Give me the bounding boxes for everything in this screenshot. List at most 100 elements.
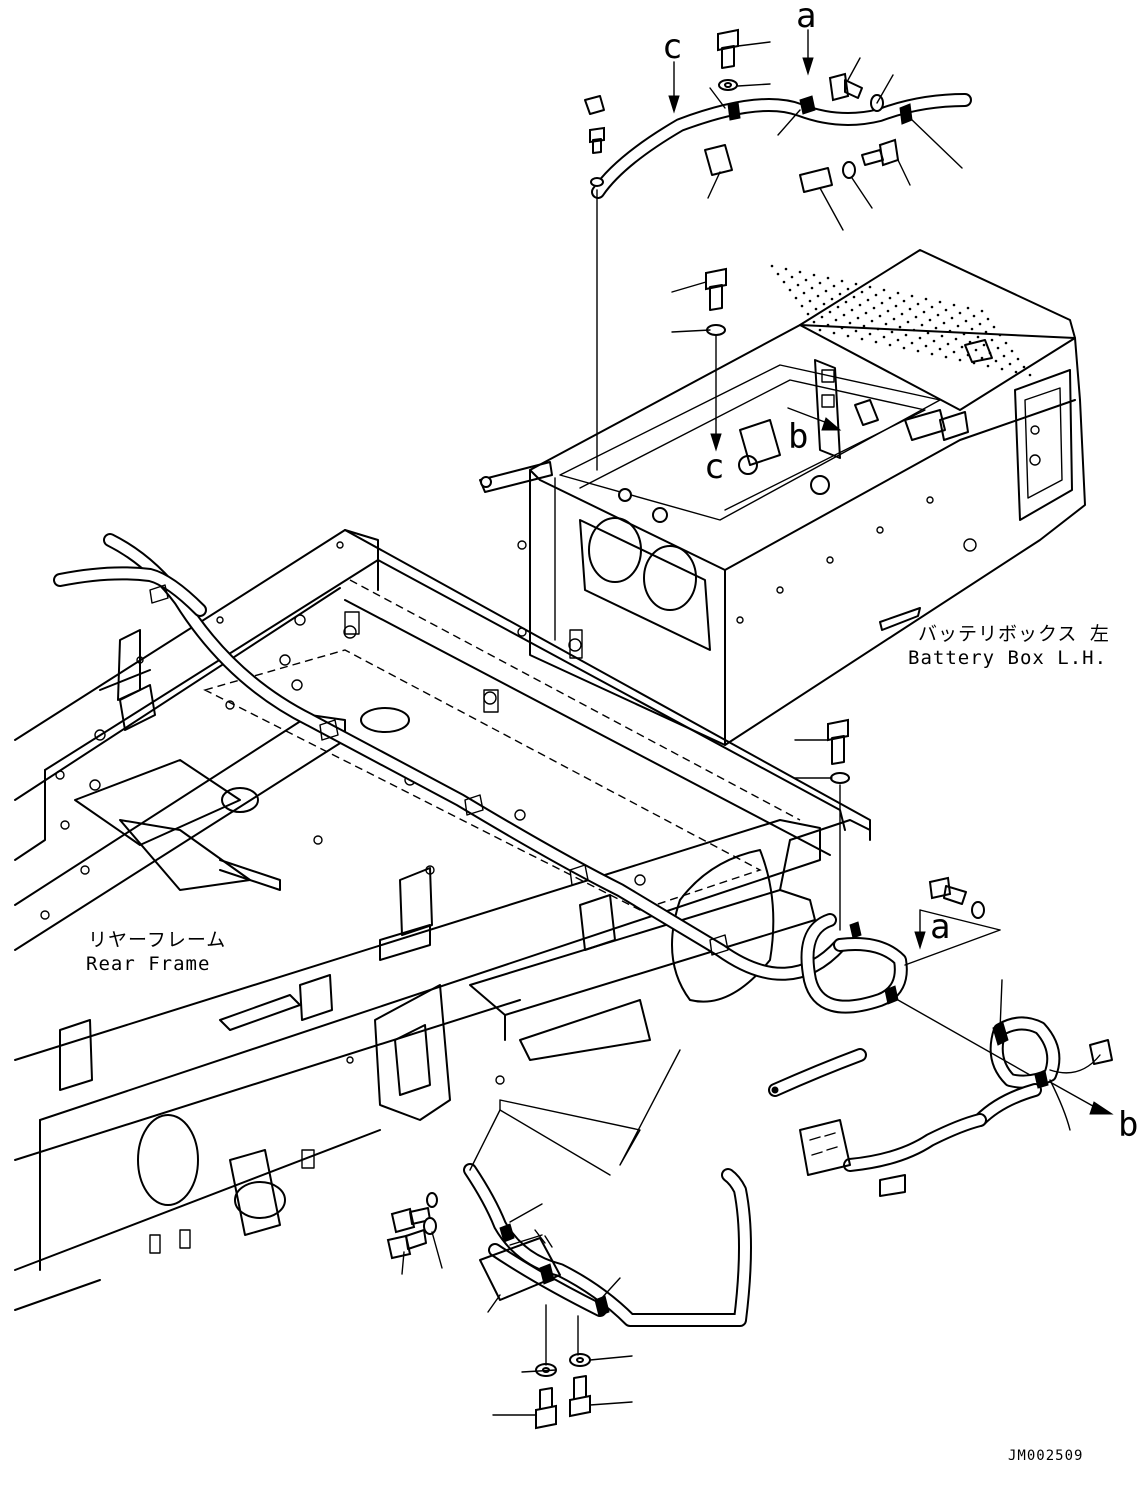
lid-dot — [980, 309, 984, 313]
lid-dot — [1000, 367, 1004, 371]
lid-dot — [870, 319, 874, 323]
battery-box-label-jp: バッテリボックス 左 — [918, 623, 1110, 645]
callout-b-right: b — [1118, 1105, 1138, 1145]
lid-dot — [930, 305, 934, 309]
lid-dot — [942, 321, 946, 325]
rear-frame-label-jp: リヤーフレーム — [88, 929, 226, 951]
lid-dot — [908, 307, 912, 311]
lid-dot — [964, 319, 968, 323]
lid-dot — [910, 341, 914, 345]
lid-dot — [868, 285, 872, 289]
lid-dot — [880, 301, 884, 305]
lid-dot — [846, 287, 850, 291]
callout-a-top: a — [796, 0, 816, 36]
lid-dot — [970, 327, 974, 331]
lid-dot — [812, 320, 816, 324]
lid-dot — [956, 324, 960, 328]
lid-dot — [938, 300, 942, 304]
lid-dot — [1008, 362, 1012, 366]
lid-dot — [1010, 349, 1014, 353]
lid-dot — [924, 297, 928, 301]
leader-lines — [401, 41, 1031, 1416]
lid-dot — [832, 331, 836, 335]
battery-box-label-en: Battery Box L.H. — [908, 647, 1107, 669]
drawing-code: JM002509 — [1008, 1448, 1083, 1464]
lid-dot — [854, 329, 858, 333]
lid-dot — [994, 359, 998, 363]
lid-dot — [784, 267, 788, 271]
lid-dot — [878, 314, 882, 318]
rear-frame — [14, 529, 871, 1311]
harness-right — [799, 1016, 1113, 1197]
lid-dot — [796, 283, 800, 287]
lid-dot — [986, 317, 990, 321]
callout-arrows — [668, 29, 1114, 1115]
lid-dot — [826, 276, 830, 280]
lid-dot — [890, 330, 894, 334]
lid-dot — [852, 295, 856, 299]
lid-dot — [800, 304, 804, 308]
lid-dot — [850, 308, 854, 312]
lid-dot — [824, 289, 828, 293]
lid-dot — [972, 314, 976, 318]
lid-dot — [948, 329, 952, 333]
lid-dot — [884, 322, 888, 326]
lid-dot — [848, 321, 852, 325]
lid-dot — [934, 326, 938, 330]
lid-dot — [838, 292, 842, 296]
lid-dot — [854, 282, 858, 286]
lid-dot — [888, 296, 892, 300]
lid-dot — [814, 307, 818, 311]
lid-dot — [946, 342, 950, 346]
lid-dot — [856, 316, 860, 320]
lid-dot — [810, 286, 814, 290]
lid-dot — [974, 348, 978, 352]
harness-bottom — [463, 1049, 752, 1327]
lid-dot — [906, 320, 910, 324]
lid-dot — [782, 280, 786, 284]
lid-dot — [790, 275, 794, 279]
lid-dot — [804, 278, 808, 282]
lid-dot — [874, 340, 878, 344]
lid-dot — [916, 349, 920, 353]
lid-dot — [1028, 373, 1032, 377]
lid-dot — [868, 332, 872, 336]
lid-dot — [864, 311, 868, 315]
lid-dot — [928, 318, 932, 322]
lid-dot — [936, 313, 940, 317]
lid-dot — [926, 331, 930, 335]
rear-frame-label-en: Rear Frame — [86, 953, 210, 975]
lid-dot — [894, 304, 898, 308]
lid-dot — [896, 338, 900, 342]
bolts-washers — [386, 28, 985, 1430]
lid-dot — [788, 288, 792, 292]
lid-dot — [892, 317, 896, 321]
lid-dot — [794, 296, 798, 300]
lid-dot — [958, 358, 962, 362]
lid-dot — [930, 352, 934, 356]
lid-dot — [876, 327, 880, 331]
lid-dot — [832, 284, 836, 288]
callout-b-box: b — [788, 417, 808, 457]
lid-dot — [1016, 357, 1020, 361]
callout-a-frame: a — [930, 907, 950, 947]
lid-dot — [1014, 370, 1018, 374]
lid-dot — [944, 308, 948, 312]
battery-box — [479, 249, 1086, 746]
lid-dot — [940, 334, 944, 338]
lid-dot — [840, 279, 844, 283]
lid-dot — [770, 264, 774, 268]
lid-dot — [950, 316, 954, 320]
lid-dot — [902, 299, 906, 303]
lid-dot — [808, 299, 812, 303]
lid-dot — [952, 303, 956, 307]
lid-dot — [812, 273, 816, 277]
lid-dot — [916, 302, 920, 306]
lid-dot — [860, 337, 864, 341]
callout-c-box: c — [704, 447, 724, 487]
lid-dot — [888, 343, 892, 347]
lid-dot — [920, 323, 924, 327]
lid-dot — [944, 355, 948, 359]
lid-dot — [818, 281, 822, 285]
